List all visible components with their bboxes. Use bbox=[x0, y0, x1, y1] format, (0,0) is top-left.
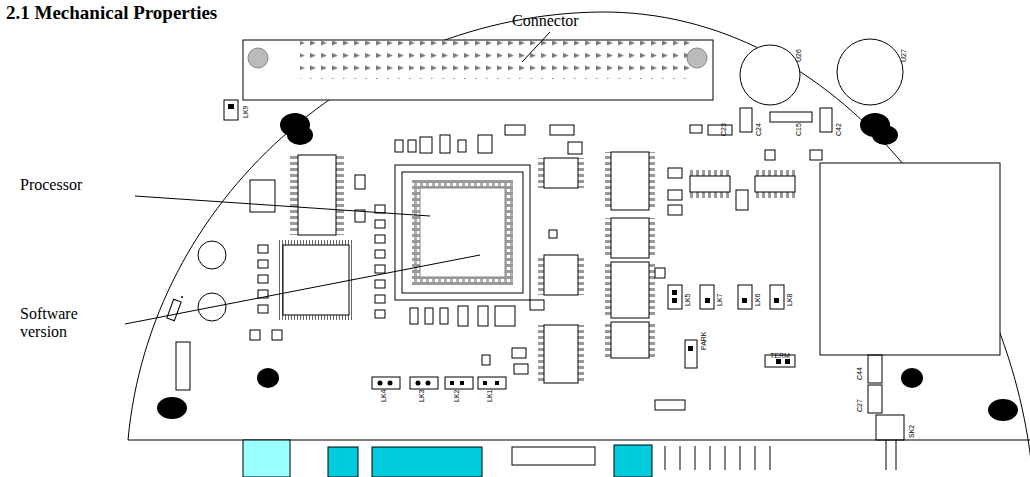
silkscreen-label: U27 bbox=[900, 49, 907, 62]
callout-label: Software version bbox=[20, 305, 120, 340]
silkscreen-label: C15 bbox=[795, 123, 802, 136]
silkscreen-label: LK1 bbox=[486, 390, 493, 402]
silkscreen-label: C23 bbox=[720, 123, 727, 136]
callout-label: Connector bbox=[512, 12, 579, 30]
silkscreen-label: TERM bbox=[770, 352, 790, 359]
leader-line bbox=[125, 255, 480, 324]
callout-label: Processor bbox=[20, 176, 82, 194]
silkscreen-label: PARK bbox=[700, 331, 707, 350]
leader-line bbox=[522, 32, 550, 62]
silkscreen-label: SK2 bbox=[908, 425, 915, 438]
silkscreen-label: C44 bbox=[856, 367, 863, 380]
silkscreen-label: LK8 bbox=[786, 294, 793, 306]
section-title: 2.1 Mechanical Properties bbox=[6, 2, 217, 24]
silkscreen-label: LK9 bbox=[242, 106, 249, 118]
silkscreen-label: C24 bbox=[755, 123, 762, 136]
silkscreen-label: LK4 bbox=[380, 390, 387, 402]
silkscreen-label: U26 bbox=[795, 49, 802, 62]
silkscreen-label: LK5 bbox=[684, 294, 691, 306]
leader-line bbox=[135, 196, 430, 216]
silkscreen-label: C27 bbox=[856, 399, 863, 412]
silkscreen-label: C42 bbox=[835, 123, 842, 136]
silkscreen-label: LK3 bbox=[418, 390, 425, 402]
silkscreen-label: LK6 bbox=[754, 294, 761, 306]
silkscreen-label: LK7 bbox=[716, 294, 723, 306]
silkscreen-label: LK2 bbox=[453, 390, 460, 402]
